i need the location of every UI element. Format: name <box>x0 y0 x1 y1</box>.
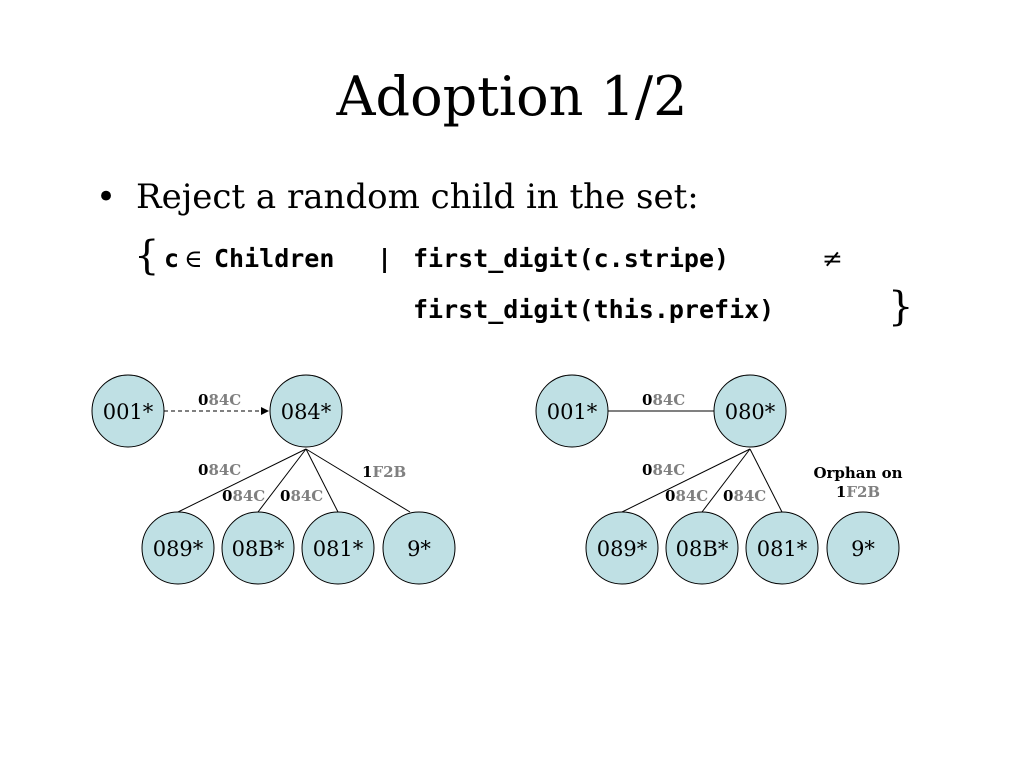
edge-label-parent-child2: 084C <box>222 487 265 505</box>
edge-label-parent-child2: 084C <box>665 487 708 505</box>
edge-parent-child3 <box>749 448 783 513</box>
edge-label-parent-child3: 084C <box>280 487 323 505</box>
bullet-marker: • <box>96 177 117 217</box>
edge-label-parent-child1: 084C <box>642 461 685 479</box>
edge-parent-child4 <box>305 448 411 513</box>
formula-separator: | <box>380 244 390 273</box>
edge-label-parent-child4: 1F2B <box>362 463 406 481</box>
node-child3: 081* <box>301 511 375 585</box>
formula-set: Children <box>214 244 335 273</box>
edge-parent-child3 <box>305 448 339 513</box>
node-source: 001* <box>535 374 609 448</box>
node-child1: 089* <box>141 511 215 585</box>
node-source: 001* <box>91 374 165 448</box>
node-child1: 089* <box>585 511 659 585</box>
svg-text:081*: 081* <box>757 537 808 561</box>
svg-text:9*: 9* <box>851 537 875 561</box>
node-child4: 9* <box>382 511 456 585</box>
diagram-left: 084C 084C 084C 084C 1F2B 001* 084* 089* … <box>91 374 456 585</box>
orphan-note-line1: Orphan on <box>813 464 902 482</box>
formula-var: c <box>164 244 180 273</box>
close-brace: } <box>888 284 914 330</box>
node-parent: 084* <box>269 374 343 448</box>
open-brace: { <box>134 233 160 279</box>
orphan-note-line2: 1F2B <box>836 483 880 501</box>
edge-label-parent-child3: 084C <box>723 487 766 505</box>
svg-text:081*: 081* <box>313 537 364 561</box>
svg-text:08B*: 08B* <box>232 537 285 561</box>
bullet-text: Reject a random child in the set: <box>136 177 699 217</box>
svg-text:080*: 080* <box>725 400 776 424</box>
svg-text:089*: 089* <box>597 537 648 561</box>
edge-label-source-parent: 084C <box>642 391 685 409</box>
edge-parent-child1 <box>621 448 751 513</box>
formula-rhs: first_digit(this.prefix) <box>413 295 775 324</box>
node-child2: 08B* <box>665 511 739 585</box>
node-parent: 080* <box>713 374 787 448</box>
edge-parent-child2 <box>257 448 307 513</box>
node-child4-orphan: 9* <box>826 511 900 585</box>
node-child3: 081* <box>745 511 819 585</box>
svg-text:089*: 089* <box>153 537 204 561</box>
edge-parent-child1 <box>177 448 307 513</box>
svg-text:084*: 084* <box>281 400 332 424</box>
not-equal-symbol: ≠ <box>822 244 843 273</box>
svg-text:08B*: 08B* <box>676 537 729 561</box>
edge-label-source-parent: 084C <box>198 391 241 409</box>
element-of-symbol: ∈ <box>184 244 203 273</box>
diagram-right: 084C 084C 084C 084C Orphan on 1F2B 001* … <box>535 374 903 585</box>
svg-text:9*: 9* <box>407 537 431 561</box>
edge-label-parent-child1: 084C <box>198 461 241 479</box>
svg-text:001*: 001* <box>103 400 154 424</box>
formula-lhs: first_digit(c.stripe) <box>413 244 730 273</box>
svg-text:001*: 001* <box>547 400 598 424</box>
node-child2: 08B* <box>221 511 295 585</box>
edge-parent-child2 <box>701 448 751 513</box>
slide-title: Adoption 1/2 <box>336 65 688 128</box>
